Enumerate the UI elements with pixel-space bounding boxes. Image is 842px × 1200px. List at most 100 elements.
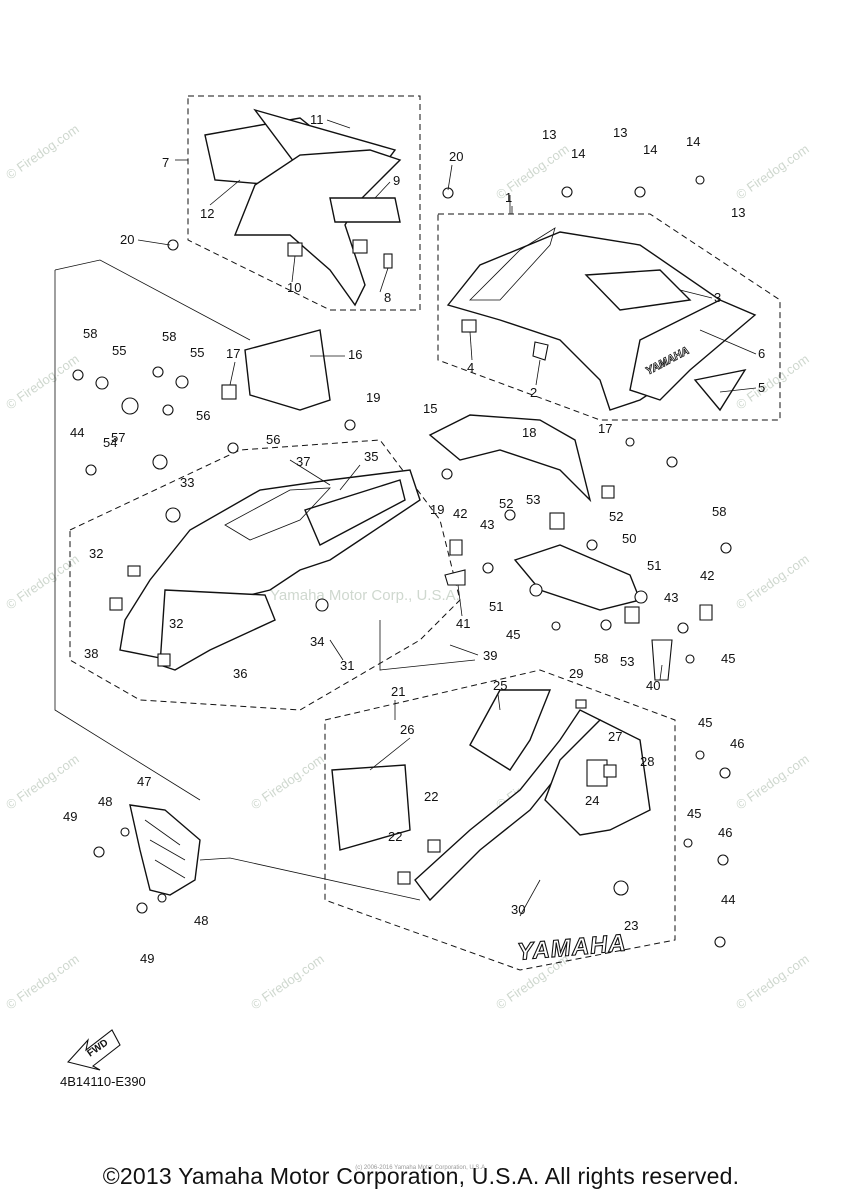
upper-cowl-assembly <box>204 108 402 307</box>
callout-43: 43 <box>480 517 494 532</box>
callout-58: 58 <box>594 651 608 666</box>
callout-26: 26 <box>400 722 414 737</box>
callout-35: 35 <box>364 449 378 464</box>
yamaha-decal-lower: YAMAHA <box>516 930 627 966</box>
callout-18: 18 <box>522 425 536 440</box>
callout-27: 27 <box>608 729 622 744</box>
callout-21: 21 <box>391 684 405 699</box>
site-watermark: © Firedog.com <box>3 351 82 412</box>
callout-52: 52 <box>499 496 513 511</box>
callout-6: 6 <box>758 346 765 361</box>
callout-19: 19 <box>366 390 380 405</box>
lower-fairing-assembly <box>331 689 651 902</box>
callout-51: 51 <box>489 599 503 614</box>
fastener-layer <box>72 175 732 948</box>
callout-31: 31 <box>340 658 354 673</box>
callout-8: 8 <box>384 290 391 305</box>
callout-40: 40 <box>646 678 660 693</box>
site-watermark: © Firedog.com <box>733 551 812 612</box>
callout-33: 33 <box>180 475 194 490</box>
callout-49: 49 <box>63 809 77 824</box>
callout-7: 7 <box>162 155 169 170</box>
callout-48: 48 <box>98 794 112 809</box>
callout-51: 51 <box>647 558 661 573</box>
callout-20: 20 <box>120 232 134 247</box>
callout-45: 45 <box>721 651 735 666</box>
copyright-footer: ©2013 Yamaha Motor Corporation, U.S.A. A… <box>102 1163 740 1189</box>
callout-22: 22 <box>424 789 438 804</box>
callout-16: 16 <box>348 347 362 362</box>
callout-28: 28 <box>640 754 654 769</box>
callout-22: 22 <box>388 829 402 844</box>
callout-13: 13 <box>731 205 745 220</box>
callout-39: 39 <box>483 648 497 663</box>
site-watermark: © Firedog.com <box>733 751 812 812</box>
site-watermark: © Firedog.com <box>733 351 812 412</box>
callout-42: 42 <box>453 506 467 521</box>
callout-56: 56 <box>266 432 280 447</box>
callout-19: 19 <box>430 502 444 517</box>
callout-3: 3 <box>714 290 721 305</box>
callout-42: 42 <box>700 568 714 583</box>
callout-10: 10 <box>287 280 301 295</box>
callout-58: 58 <box>712 504 726 519</box>
callout-5: 5 <box>758 380 765 395</box>
site-watermark: © Firedog.com <box>733 141 812 202</box>
callout-14: 14 <box>571 146 585 161</box>
callout-4: 4 <box>467 360 474 375</box>
callout-58: 58 <box>162 329 176 344</box>
callout-24: 24 <box>585 793 599 808</box>
callout-2: 2 <box>530 385 537 400</box>
callout-13: 13 <box>613 125 627 140</box>
site-watermark: © Firedog.com <box>248 751 327 812</box>
callout-44: 44 <box>721 892 735 907</box>
callout-11: 11 <box>310 112 324 127</box>
callout-43: 43 <box>664 590 678 605</box>
callout-55: 55 <box>190 345 204 360</box>
part-number-labels: 1 2 3 4 5 6 7 8 9 10 11 12 13 14 13 14 1… <box>63 112 765 966</box>
group-boxes <box>69 95 781 971</box>
callout-37: 37 <box>296 454 310 469</box>
callout-1: 1 <box>505 190 512 205</box>
callout-13: 13 <box>542 127 556 142</box>
callout-17: 17 <box>598 421 612 436</box>
callout-48: 48 <box>194 913 208 928</box>
callout-58: 58 <box>83 326 97 341</box>
faint-copyright: (c) 2006-2016 Yamaha Motor Corporation, … <box>355 1165 487 1171</box>
site-watermark: © Firedog.com <box>248 951 327 1012</box>
background-watermark: Yamaha Motor Corp., U.S.A. <box>270 587 460 604</box>
callout-46: 46 <box>718 825 732 840</box>
callout-14: 14 <box>643 142 657 157</box>
callout-14: 14 <box>686 134 700 149</box>
inner-panel-assembly <box>221 329 331 411</box>
callout-12: 12 <box>200 206 214 221</box>
callout-25: 25 <box>493 678 507 693</box>
callout-46: 46 <box>730 736 744 751</box>
callout-23: 23 <box>624 918 638 933</box>
callout-41: 41 <box>456 616 470 631</box>
callout-38: 38 <box>84 646 98 661</box>
callout-leaders <box>137 119 757 917</box>
callout-9: 9 <box>393 173 400 188</box>
callout-53: 53 <box>526 492 540 507</box>
callout-15: 15 <box>423 401 437 416</box>
callout-56: 56 <box>196 408 210 423</box>
callout-36: 36 <box>233 666 247 681</box>
site-watermark: © Firedog.com <box>3 751 82 812</box>
site-watermark: © Firedog.com <box>733 951 812 1012</box>
site-watermark: © Firedog.com <box>3 121 82 182</box>
callout-54: 54 <box>103 435 117 450</box>
callout-32: 32 <box>89 546 103 561</box>
callout-45: 45 <box>698 715 712 730</box>
middle-fairing-assembly <box>119 469 421 671</box>
callout-52: 52 <box>609 509 623 524</box>
nose-cover-assembly <box>129 804 201 896</box>
inner-panel-right <box>428 414 615 503</box>
side-cowl-assembly <box>446 227 757 412</box>
callout-47: 47 <box>137 774 151 789</box>
site-watermark: © Firedog.com <box>3 951 82 1012</box>
callout-55: 55 <box>112 343 126 358</box>
callout-34: 34 <box>310 634 324 649</box>
callout-53: 53 <box>620 654 634 669</box>
